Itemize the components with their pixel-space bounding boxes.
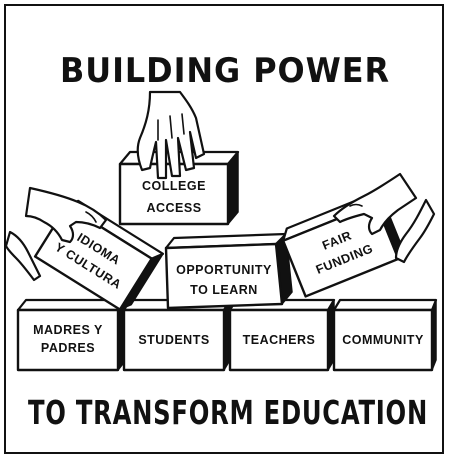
brick-label: COMMUNITY: [342, 333, 424, 347]
brick-label: TEACHERS: [243, 333, 316, 347]
brick-label-line2: PADRES: [41, 341, 95, 355]
brick-label-line1: MADRES Y: [33, 323, 103, 337]
brick-label-line1: COLLEGE: [142, 179, 206, 193]
brick-madres-y-padres: MADRES Y PADRES: [16, 298, 128, 372]
brick-label: STUDENTS: [138, 333, 209, 347]
title-top: BUILDING POWER: [60, 51, 390, 91]
title-bottom: TO TRANSFORM EDUCATION: [28, 393, 428, 432]
brick-label-line2: TO LEARN: [190, 283, 258, 297]
brick-community: COMMUNITY: [332, 298, 438, 372]
brick-label-line2: ACCESS: [146, 201, 201, 215]
hand-top-icon: [136, 90, 206, 180]
brick-opportunity-to-learn: OPPORTUNITY TO LEARN: [164, 232, 293, 310]
hand-left-icon: [4, 186, 108, 282]
brick-students: STUDENTS: [122, 298, 232, 372]
hand-right-icon: [332, 172, 436, 264]
brick-label-line1: OPPORTUNITY: [176, 263, 272, 277]
brick-teachers: TEACHERS: [228, 298, 336, 372]
